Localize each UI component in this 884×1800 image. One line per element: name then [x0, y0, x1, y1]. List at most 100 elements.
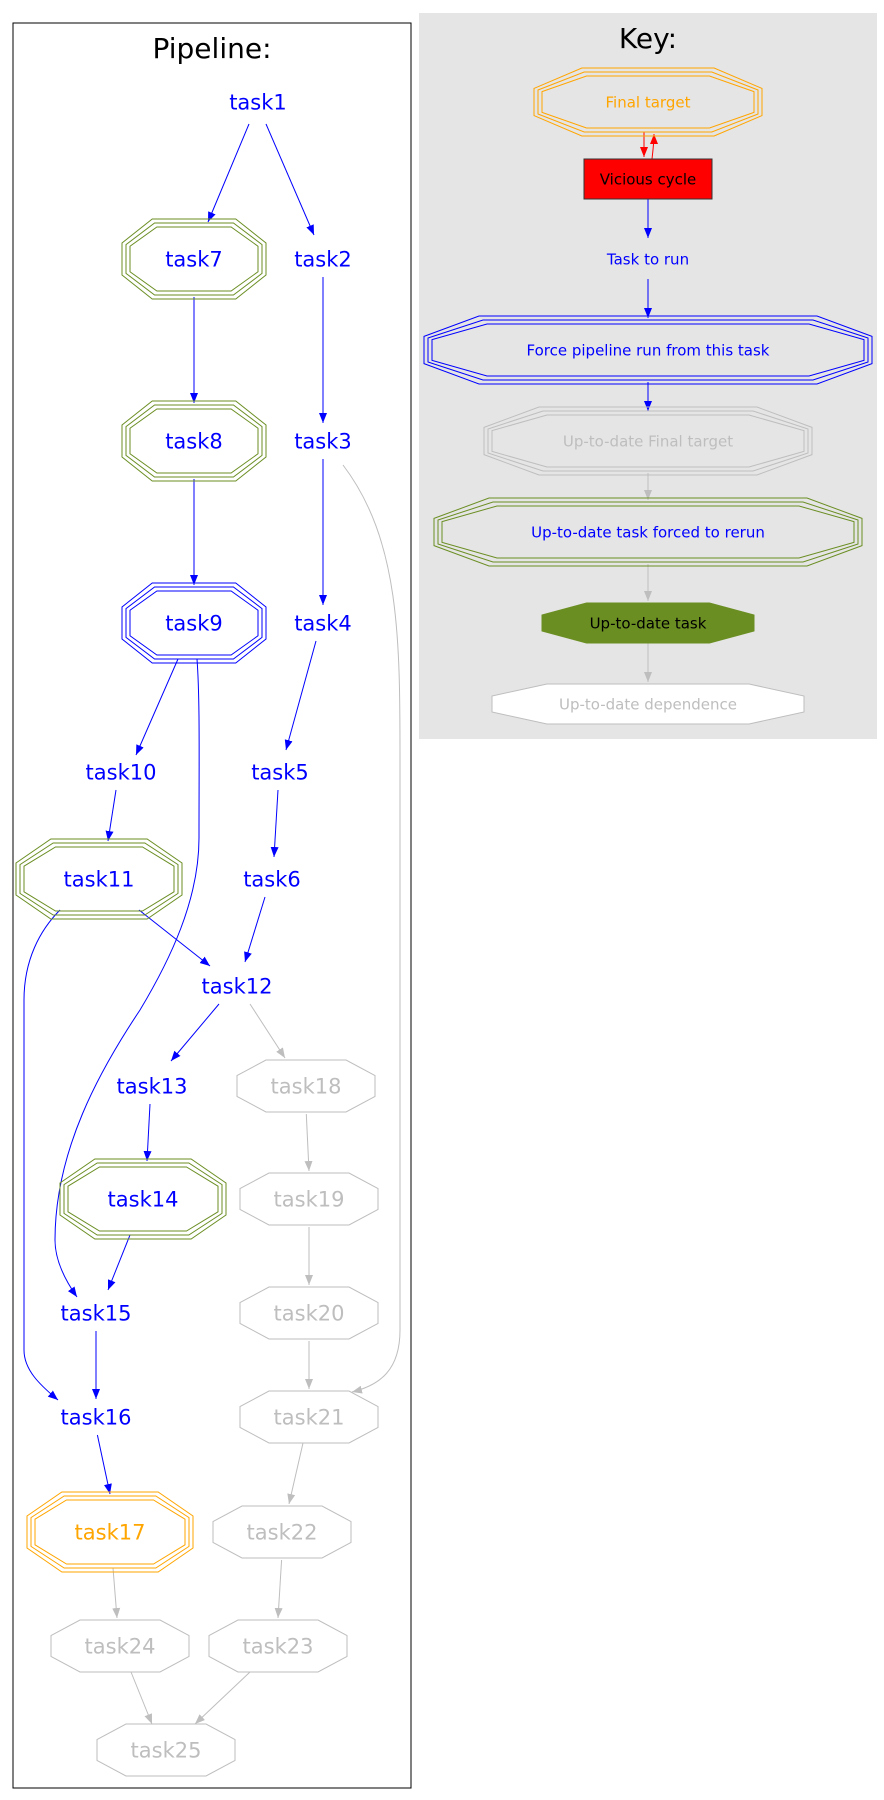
key-title: Key: — [619, 22, 677, 55]
node-task18[interactable]: task18 — [236, 1059, 376, 1113]
node-task19[interactable]: task19 — [239, 1172, 379, 1226]
node-label: task18 — [271, 1075, 342, 1099]
node-outline — [239, 1286, 379, 1340]
node-label: Up-to-date dependence — [559, 695, 737, 713]
node-label: Force pipeline run from this task — [527, 341, 770, 359]
node-task6[interactable]: task6 — [243, 868, 301, 892]
node-outline — [423, 315, 873, 385]
node-label: task19 — [274, 1188, 345, 1212]
node-outline — [30, 1495, 190, 1569]
node-outline — [15, 838, 183, 920]
node-outline — [121, 582, 267, 664]
node-task24[interactable]: task24 — [50, 1619, 190, 1673]
node-task4[interactable]: task4 — [294, 612, 352, 636]
node-task11[interactable]: task11 — [15, 838, 183, 920]
edge-task11-to-task16 — [23, 909, 61, 1401]
edge-task12-to-task13 — [170, 1003, 220, 1062]
node-k-utd[interactable]: Up-to-date task — [541, 602, 755, 644]
node-label: task22 — [247, 1521, 318, 1545]
edge-task17-to-task24 — [112, 1567, 121, 1619]
pipeline-cluster: Pipeline: task1task2task3task4task5task6… — [12, 22, 412, 1789]
node-outline — [491, 683, 805, 725]
node-outline — [487, 410, 809, 472]
node-task5[interactable]: task5 — [251, 761, 309, 785]
node-outline — [19, 842, 179, 916]
node-label: task5 — [251, 761, 309, 785]
node-task9[interactable]: task9 — [121, 582, 267, 664]
node-k-forced[interactable]: Up-to-date task forced to rerun — [433, 497, 863, 567]
node-outline — [208, 1619, 348, 1673]
node-k-final[interactable]: Final target — [533, 67, 763, 137]
node-label: task8 — [165, 430, 223, 454]
node-task16[interactable]: task16 — [61, 1406, 132, 1430]
node-label: task20 — [274, 1302, 345, 1326]
pipeline-edges — [23, 123, 401, 1725]
edge-task18-to-task19 — [304, 1113, 313, 1172]
edge-task10-to-task11 — [105, 789, 117, 842]
edge-task6-to-task12 — [244, 896, 266, 963]
node-task23[interactable]: task23 — [208, 1619, 348, 1673]
node-label: task10 — [86, 761, 157, 785]
node-label: task11 — [64, 868, 135, 892]
node-task3[interactable]: task3 — [294, 430, 352, 454]
node-outline — [125, 222, 263, 296]
node-outline — [129, 408, 259, 474]
edge-task11-to-task12 — [138, 909, 211, 967]
node-task8[interactable]: task8 — [121, 400, 267, 482]
node-outline — [433, 497, 863, 567]
node-task2[interactable]: task2 — [294, 248, 352, 272]
node-task1[interactable]: task1 — [229, 91, 287, 115]
node-outline — [26, 1491, 194, 1573]
node-outline — [541, 75, 755, 129]
node-k-run[interactable]: Task to run — [606, 250, 689, 268]
node-task12[interactable]: task12 — [202, 975, 273, 999]
node-outline — [121, 218, 267, 300]
node-outline — [63, 1162, 223, 1236]
node-outline — [34, 1499, 186, 1565]
node-label: task3 — [294, 430, 352, 454]
node-task10[interactable]: task10 — [86, 761, 157, 785]
edge-task13-to-task14 — [143, 1103, 152, 1162]
node-outline — [437, 501, 859, 563]
edge-task21-to-task22 — [287, 1442, 304, 1505]
node-task22[interactable]: task22 — [212, 1505, 352, 1559]
node-outline — [125, 404, 263, 478]
node-task17[interactable]: task17 — [26, 1491, 194, 1573]
edge-task16-to-task17 — [96, 1434, 112, 1495]
node-outline — [129, 590, 259, 656]
node-task14[interactable]: task14 — [59, 1158, 227, 1240]
node-label: task12 — [202, 975, 273, 999]
node-outline — [129, 226, 259, 292]
node-label: task2 — [294, 248, 352, 272]
node-label: task13 — [117, 1075, 188, 1099]
node-label: task16 — [61, 1406, 132, 1430]
node-label: task25 — [131, 1739, 202, 1763]
node-k-force[interactable]: Force pipeline run from this task — [423, 315, 873, 385]
node-label: Final target — [606, 93, 691, 111]
node-task25[interactable]: task25 — [96, 1723, 236, 1777]
node-box — [583, 158, 713, 200]
node-label: Up-to-date Final target — [563, 432, 733, 450]
node-outline — [541, 602, 755, 644]
node-task13[interactable]: task13 — [117, 1075, 188, 1099]
node-label: task17 — [75, 1521, 146, 1545]
node-label: task1 — [229, 91, 287, 115]
node-outline — [121, 400, 267, 482]
node-outline — [59, 1158, 227, 1240]
node-k-dep[interactable]: Up-to-date dependence — [491, 683, 805, 725]
node-task7[interactable]: task7 — [121, 218, 267, 300]
node-outline — [96, 1723, 236, 1777]
node-label: task4 — [294, 612, 352, 636]
edge-task1-to-task2 — [265, 123, 315, 236]
node-outline — [427, 319, 869, 381]
node-task20[interactable]: task20 — [239, 1286, 379, 1340]
edge-task5-to-task6 — [270, 789, 279, 858]
node-task21[interactable]: task21 — [239, 1390, 379, 1444]
node-task15[interactable]: task15 — [61, 1302, 132, 1326]
node-k-cycle[interactable]: Vicious cycle — [583, 158, 713, 200]
edge-task24-to-task25 — [130, 1671, 153, 1725]
node-k-utd-final[interactable]: Up-to-date Final target — [483, 406, 813, 476]
